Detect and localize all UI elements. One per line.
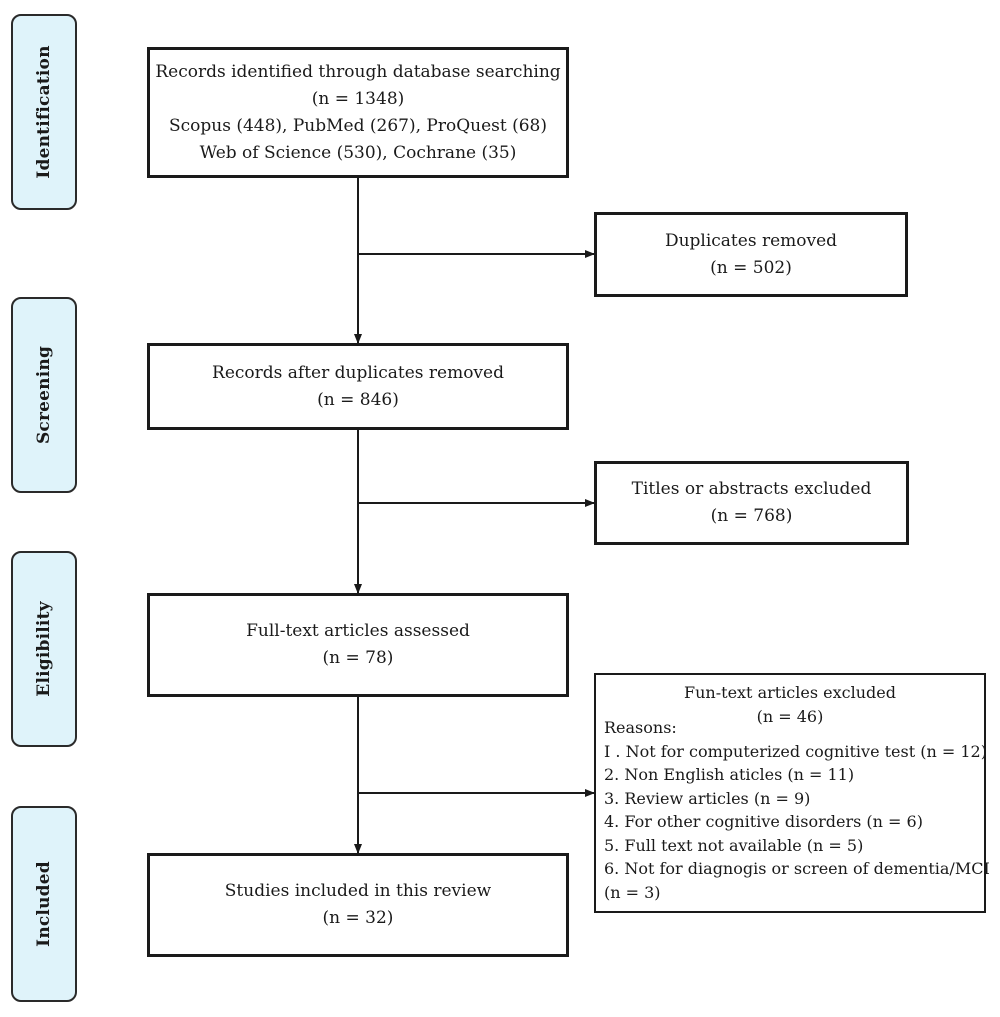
stage-identification: Identification	[11, 14, 77, 210]
studies-included-box: Studies included in this review (n = 32)	[147, 853, 569, 957]
titles-excluded-title: Titles or abstracts excluded	[631, 479, 872, 499]
titles-excluded-count: (n = 768)	[710, 506, 793, 526]
full-text-excluded-box: Fun-text articles excluded (n = 46) Reas…	[594, 673, 990, 913]
full-text-assessed-title: Full-text articles assessed	[246, 621, 470, 641]
exclusion-reason: I . Not for computerized cognitive test …	[604, 741, 987, 761]
records-after-duplicates-box: Records after duplicates removed (n = 84…	[147, 343, 569, 430]
records-identified-title: Records identified through database sear…	[155, 61, 561, 82]
exclusion-reason: 3. Review articles (n = 9)	[604, 788, 811, 808]
full-text-excluded-title: Fun-text articles excluded	[684, 683, 896, 702]
records-after-duplicates-title: Records after duplicates removed	[212, 362, 504, 383]
exclusion-reason: 4. For other cognitive disorders (n = 6)	[604, 812, 923, 831]
duplicates-removed-title: Duplicates removed	[664, 230, 838, 251]
records-after-duplicates-count: (n = 846)	[317, 389, 399, 410]
records-identified-sources-2: Web of Science (530), Cochrane (35)	[199, 142, 517, 163]
exclusion-reason: 5. Full text not available (n = 5)	[604, 835, 864, 855]
records-identified-sources-1: Scopus (448), PubMed (267), ProQuest (68…	[168, 115, 548, 136]
full-text-assessed-count: (n = 78)	[322, 648, 394, 668]
records-identified-box: Records identified through database sear…	[147, 47, 569, 178]
full-text-excluded-count: (n = 46)	[756, 706, 824, 726]
studies-included-title: Studies included in this review	[224, 881, 492, 901]
stage-included: Included	[11, 806, 77, 1002]
stage-screening: Screening	[11, 297, 77, 493]
exclusion-reasons-label: Reasons:	[604, 718, 677, 737]
stage-eligibility: Eligibility	[11, 551, 77, 747]
exclusion-reason: 2. Non English aticles (n = 11)	[604, 765, 855, 784]
full-text-assessed-box: Full-text articles assessed (n = 78)	[147, 593, 569, 697]
records-identified-count: (n = 1348)	[311, 88, 405, 109]
exclusion-reason: (n = 3)	[604, 882, 661, 902]
duplicates-removed-box: Duplicates removed (n = 502)	[594, 212, 908, 297]
exclusion-reason: 6. Not for diagnogis or screen of dement…	[604, 859, 990, 878]
studies-included-count: (n = 32)	[322, 908, 394, 928]
titles-excluded-box: Titles or abstracts excluded (n = 768)	[594, 461, 909, 545]
duplicates-removed-count: (n = 502)	[710, 257, 792, 278]
